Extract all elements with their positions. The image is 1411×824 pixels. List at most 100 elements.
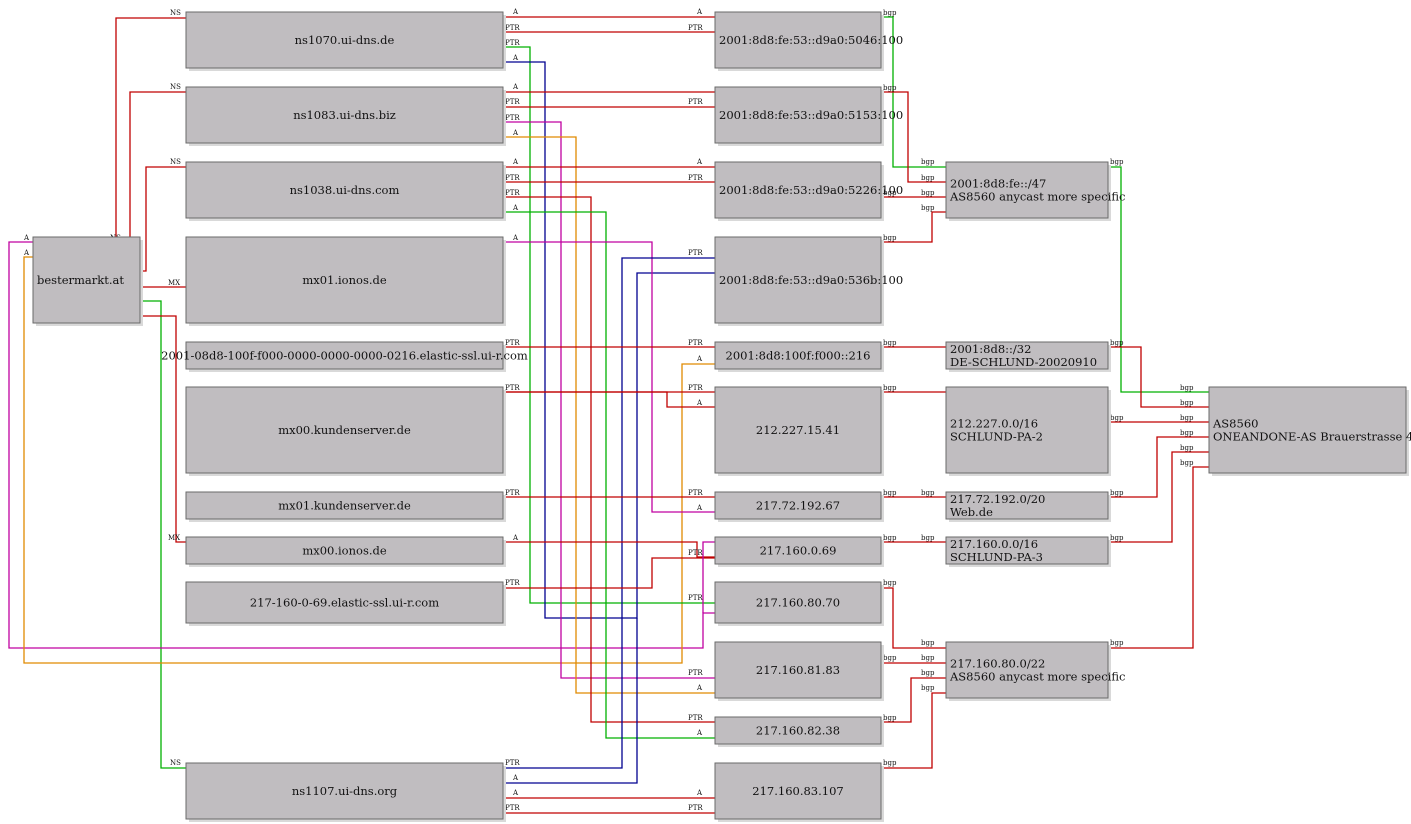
edge-label-ptr: PTR [505,98,520,106]
node-label: mx01.ionos.de [302,273,387,287]
node-label: 217.160.0.0/16 [950,537,1038,551]
node-label: 217.160.81.83 [756,663,840,677]
edge-label-bgp: bgp [883,534,897,542]
node-ip5153[interactable]: 2001:8d8:fe:53::d9a0:5153:100 [714,86,903,146]
edge-a [503,391,715,408]
node-ns1107[interactable]: ns1107.ui-dns.org [185,762,506,822]
edge-label-bgp: bgp [1180,414,1194,422]
node-ip83107[interactable]: 217.160.83.107 [714,762,884,822]
nodes-layer: bestermarkt.at ns1070.ui-dns.de ns1083.ui-… [32,11,1411,822]
edge-label-a: A [512,54,519,62]
node-ip21772[interactable]: 217.72.192.67 [714,491,884,522]
edge-label-a: A [512,789,519,797]
edge-label-a: A [512,158,519,166]
edge-a [503,541,715,558]
node-mx00ionos[interactable]: mx00.ionos.de [185,536,506,567]
edge-label-ptr: PTR [505,174,520,182]
edge-label-ptr: PTR [688,24,703,32]
node-mx00kunden[interactable]: mx00.kundenserver.de [185,386,506,476]
node-box [185,536,504,565]
edge-bgp [1108,346,1209,408]
node-ip2171600[interactable]: 217.160.0.69 [714,536,884,567]
node-box [714,716,882,745]
edge-label-bgp: bgp [921,189,935,197]
edge-label-bgp: bgp [1180,384,1194,392]
node-label: 2001:8d8:fe:53::d9a0:536b:100 [719,273,903,287]
edge-label-bgp: bgp [883,579,897,587]
edge-label-ns: NS [170,158,181,166]
node-box [185,386,504,474]
edge-label-bgp: bgp [1180,459,1194,467]
edge-label-bgp: bgp [883,339,897,347]
node-ip8070[interactable]: 217.160.80.70 [714,581,884,626]
node-label: 217.72.192.67 [756,499,840,513]
edge-label-ptr: PTR [688,594,703,602]
edge-label-ptr: PTR [688,549,703,557]
node-ns1070[interactable]: ns1070.ui-dns.de [185,11,506,71]
node-ip212[interactable]: 212.227.15.41 [714,386,884,476]
node-label: 2001:8d8:fe:53::d9a0:5226:100 [719,183,903,197]
edge-bgp [1108,466,1209,649]
node-box [714,641,882,699]
edge-a [503,136,715,694]
edge-ns-ns1070 [108,17,186,242]
node-box [714,11,882,69]
node-mx01kunden[interactable]: mx01.kundenserver.de [185,491,506,522]
node-ip5046[interactable]: 2001:8d8:fe:53::d9a0:5046:100 [714,11,903,71]
node-label: mx00.kundenserver.de [278,423,411,437]
edge-label-ptr: PTR [688,714,703,722]
node-ns1083[interactable]: ns1083.ui-dns.biz [185,86,506,146]
edge-label-bgp: bgp [883,654,897,662]
node-label: 2001:8d8:fe:53::d9a0:5046:100 [719,33,903,47]
edge-a [503,61,715,619]
node-box [714,536,882,565]
edge-label-bgp: bgp [883,234,897,242]
edge-label-a: A [696,8,703,16]
node-box [945,161,1109,219]
edge-label-ptr: PTR [505,384,520,392]
node-elastic0216[interactable]: 2001-08d8-100f-f000-0000-0000-0000-0216.… [161,341,528,372]
edge-label-a: A [512,129,519,137]
node-box [185,341,504,370]
node-ip8238[interactable]: 217.160.82.38 [714,716,884,747]
node-box [945,536,1109,565]
node-box [185,86,504,144]
edge-bgp [881,677,946,723]
node-ip216[interactable]: 2001:8d8:100f:f000::216 [714,341,884,372]
edge-label-ptr: PTR [688,98,703,106]
edge-label-ptr: PTR [505,759,520,767]
node-label: 217.160.83.107 [752,784,843,798]
edge-label-a: A [512,534,519,542]
node-label: mx00.ionos.de [302,544,387,558]
edge-a-ip216 [23,256,715,664]
node-mx01ionos[interactable]: mx01.ionos.de [185,236,506,326]
edge-label-a: A [512,83,519,91]
edge-label-ptr: PTR [688,489,703,497]
node-label: 212.227.0.0/16 [950,417,1038,431]
edge-label-a: A [696,684,703,692]
edge-label-bgp: bgp [921,639,935,647]
node-box [945,641,1109,699]
node-elastic069[interactable]: 217-160-0-69.elastic-ssl.ui-r.com [185,581,506,626]
edge-label-bgp: bgp [921,684,935,692]
node-label: SCHLUND-PA-3 [950,550,1043,564]
node-ip5226[interactable]: 2001:8d8:fe:53::d9a0:5226:100 [714,161,903,221]
node-box [185,581,504,624]
edge-label-a: A [696,399,703,407]
edge-bgp [881,211,946,243]
node-label: ns1038.ui-dns.com [290,183,400,197]
node-ns1038[interactable]: ns1038.ui-dns.com [185,161,506,221]
node-ip8183[interactable]: 217.160.81.83 [714,641,884,701]
node-label: 2001:8d8:100f:f000::216 [726,349,871,363]
node-bestermarkt[interactable]: bestermarkt.at [32,236,143,326]
edge-bgp [1108,436,1209,498]
node-ip536b[interactable]: 2001:8d8:fe:53::d9a0:536b:100 [714,236,903,326]
